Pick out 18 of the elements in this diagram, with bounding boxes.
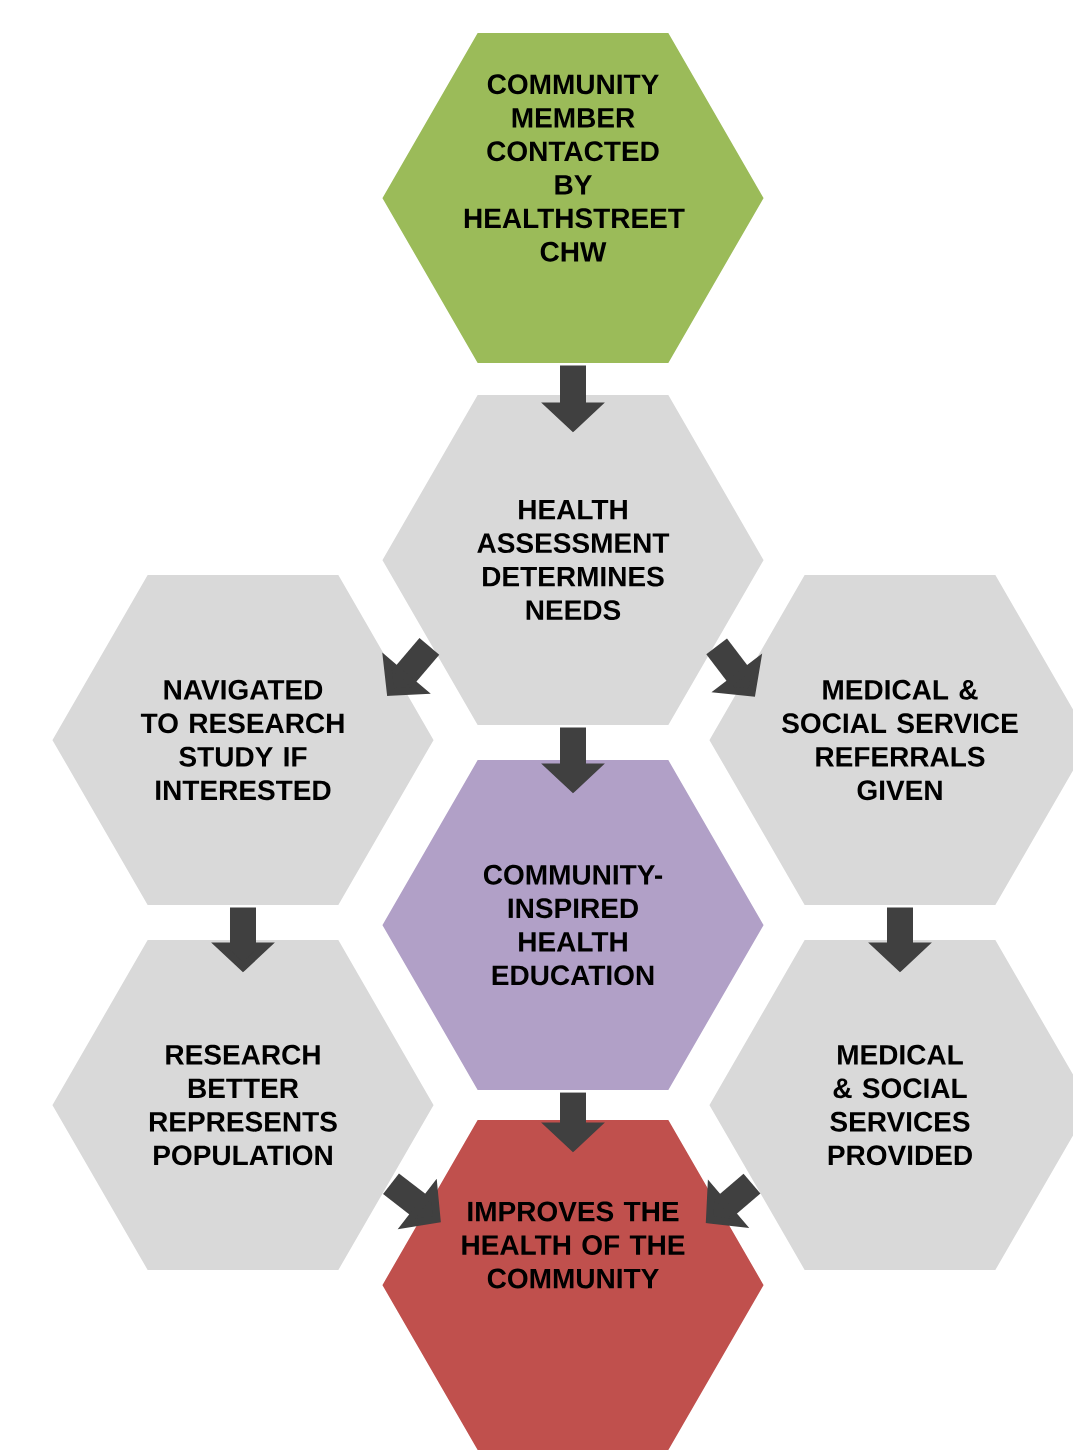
arrow	[705, 1173, 761, 1228]
hexagon-box	[379, 392, 767, 728]
hexagon-box	[379, 757, 767, 1093]
hexagon-box	[49, 937, 437, 1273]
node-text: COMMUNITY-INSPIRED HEALTH EDUCATION	[483, 864, 663, 986]
arrow	[706, 638, 763, 697]
hexagon-box	[49, 572, 437, 908]
node-text: NAVIGATED TO RESEARCH STUDY IF INTERESTED	[140, 679, 344, 801]
node-text: RESEARCH BETTER REPRESENTS POPULATION	[149, 1044, 337, 1166]
node-text: MEDICAL & SOCIAL SERVICES PROVIDED	[828, 1044, 972, 1166]
hexagon-box	[706, 937, 1073, 1273]
node-text: MEDICAL & SOCIAL SERVICE REFERRALS GIVEN	[782, 679, 1018, 801]
node-text: IMPROVES THE HEALTH OF THE COMMUNITY	[462, 1201, 685, 1289]
node-text: HEALTH ASSESSMENT DETERMINES NEEDS	[477, 500, 670, 620]
node-text: COMMUNITY MEMBER CONTACTED BY HEALTHSTREET CHW	[464, 74, 685, 262]
hexagon-box	[379, 30, 767, 366]
hexagon-box	[706, 572, 1073, 908]
hexagon-box	[379, 1117, 767, 1451]
